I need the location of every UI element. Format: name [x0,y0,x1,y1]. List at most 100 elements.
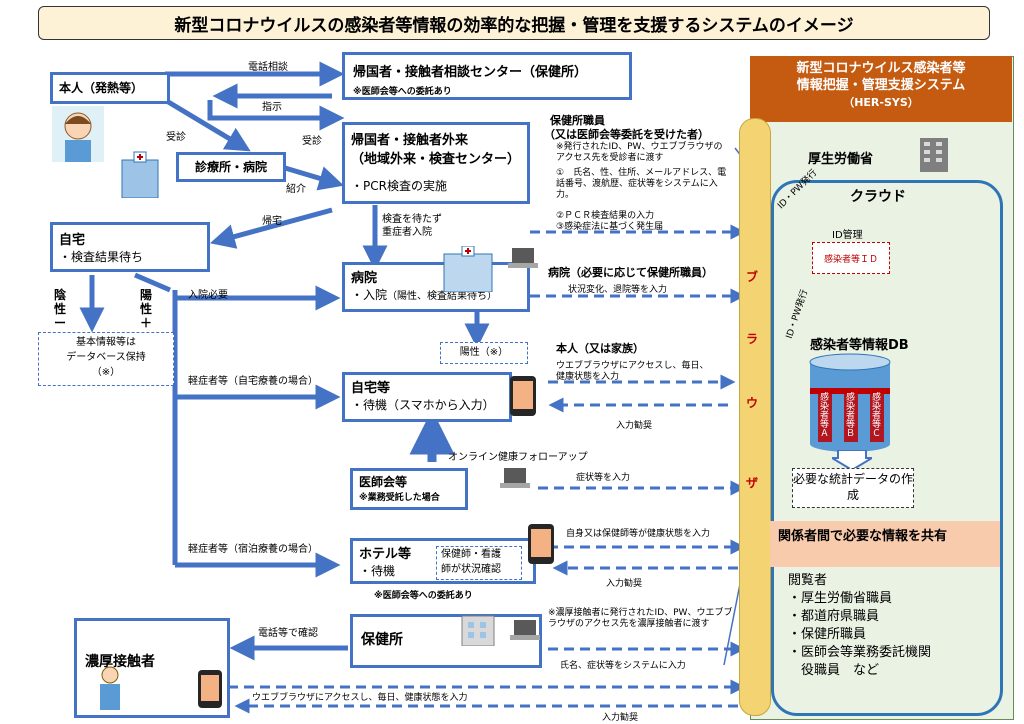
positive-note-box: 陽性（※） [440,342,528,364]
hotel-title: ホテル等 [359,547,412,562]
smartphone-icon-2 [528,524,554,564]
cloud-label: クラウド [850,189,906,205]
home-etc-box: 自宅等 ・待機（スマホから入力） [342,372,512,422]
hospital-item-note: （陽性、検査結果待ち） [387,291,498,302]
label-positive: 陽性＋ [140,288,153,330]
viewer-2: ・都道府県職員 [788,609,880,624]
db-note-box: 基本情報等は データベース保持 （※） [38,332,174,386]
contact-input-prompt: 入力勧奨 [602,713,639,723]
laptop-icon [508,248,538,270]
browser-char-3: ウ [746,396,759,410]
page-title: 新型コロナウイルスの感染者等情報の効率的な把握・管理を支援するシステムのイメージ [38,6,990,40]
share-title: 関係者間で必要な情報を共有 [778,529,948,544]
consult-center-note: ※医師会等への委託あり [353,87,452,97]
self-input-heading: 本人（又は家族） [556,342,644,355]
clinic-building-icon [118,150,162,199]
hospital-title: 病院 [351,271,378,286]
browser-char-1: ブ [746,270,759,284]
cylinder-label-a: 感染者等Ａ [818,392,828,437]
browser-char-4: ザ [746,476,759,490]
outpatient-title: 帰国者・接触者外来 [351,133,469,148]
hc-staff-heading-1: 保健所職員 [550,114,605,127]
home-etc-title: 自宅等 [351,381,391,396]
db-note-line3: （※） [91,367,121,378]
contact-input-text: ウエブブラウザにアクセスし、毎日、健康状態を入力 [252,693,468,703]
hc-staff-step-3: ③感染症法に基づく発生届 [556,222,664,232]
label-mild-home: 軽症者等（自宅療養の場合） [188,376,318,387]
outpatient-box: 帰国者・接触者外来 （地域外来・検査センター） ・PCR検査の実施 [342,122,530,204]
clinic-box: 診療所・病院 [176,152,286,182]
viewers-list: 閲覧者 ・厚生労働省職員 ・都道府県職員 ・保健所職員 ・医師会等業務委託機関 … [788,572,931,680]
hotel-input-text: 自身又は保健師等が健康状態を入力 [566,529,711,539]
hotel-note: ※医師会等への委託あり [374,591,473,601]
browser-ellipse [739,118,771,716]
cylinder-label-c: 感染者等Ｃ [870,392,880,437]
consult-center-title: 帰国者・接触者相談センター（保健所） [353,65,588,80]
laptop-icon-2 [500,468,530,490]
hersys-header: 新型コロナウイルス感染者等 情報把握・管理支援システム （HER-SYS） [750,56,1012,122]
patient-id-box: 感染者等ＩＤ [812,242,890,274]
db-note-line1: 基本情報等は [76,337,136,348]
hc-staff-note: ※発行されたID、PW、ウエブブラウザの アクセス先を受診者に渡す [556,142,732,163]
laptop-icon-3 [510,620,540,642]
patient-id-label: 感染者等ＩＤ [823,254,878,265]
clinic-label: 診療所・病院 [194,160,267,174]
arrow-return-home [209,207,333,249]
label-instruct: 指示 [262,102,282,113]
browser-char-2: ラ [746,332,759,346]
hersys-title-1: 新型コロナウイルス感染者等 [796,61,966,76]
id-mgmt-label: ID管理 [832,230,863,241]
cylinder-label-b: 感染者等Ｂ [844,392,854,437]
hospital-item: ・入院 [351,288,388,302]
patient-label: 本人（発熱等） [59,81,144,95]
health-center-box: 保健所 [350,614,542,668]
arrow-positive-stub [134,272,171,293]
outpatient-subtitle: （地域外来・検査センター） [351,152,521,167]
stats-label: 必要な統計データの作成 [793,472,914,502]
contact-hc-text: 氏名、症状等をシステムに入力 [560,661,686,671]
hospital-input-text: 状況変化、退院等を入力 [568,285,668,295]
self-input-text-1: ウエブブラウザにアクセスし、毎日、 [556,361,709,371]
medical-assoc-note: ※業務受託した場合 [359,493,440,503]
viewers-heading: 閲覧者 [788,573,828,588]
label-admission-needed: 入院必要 [188,290,228,301]
viewer-5: 役職員 など [788,663,880,678]
hotel-input-prompt: 入力勧奨 [606,579,643,589]
self-input-text-2: 健康状態を入力 [556,372,620,382]
label-return-home: 帰宅 [262,216,282,227]
db-title: 感染者等情報DB [810,338,909,353]
hospital-input-heading: 病院（必要に応じて保健所職員） [548,266,713,279]
hospital-building-icon [438,245,498,293]
label-visit-1: 受診 [166,132,186,143]
stats-box: 必要な統計データの作成 [792,468,914,508]
positive-note: 陽性（※） [459,347,509,358]
person-icon [96,666,124,712]
assoc-input-text: 症状等を入力 [576,473,631,483]
hc-staff-heading-2: （又は医師会等委託を受けた者） [544,128,709,141]
medical-assoc-title: 医師会等 [359,475,408,489]
hotel-inner-1: 保健師・看護 [441,549,501,560]
label-wait-admission: 検査を待たず 重症者入院 [382,214,442,238]
patient-figure-icon [52,106,104,162]
label-referral: 紹介 [286,184,306,195]
label-online-followup: オンライン健康フォローアップ [448,452,588,463]
viewer-3: ・保健所職員 [788,627,867,642]
down-arrow-icon [832,450,872,470]
label-visit-2: 受診 [302,136,322,147]
consult-center-box: 帰国者・接触者相談センター（保健所） ※医師会等への委託あり [342,52,632,100]
database-cylinder-icon [808,352,892,452]
arrow-referral [284,165,344,191]
outpatient-item: ・PCR検査の実施 [351,179,447,193]
hotel-inner-box: 保健師・看護 師が状況確認 [436,546,522,580]
arrow-visit-clinic [163,97,251,152]
label-mild-hotel: 軽症者等（宿泊療養の場合） [188,544,318,555]
hc-staff-step-1: ① 氏名、性、住所、メールアドレス、電話番号、渡航歴、症状等をシステムに入力。 [556,168,727,200]
share-header: 関係者間で必要な情報を共有 [770,521,1000,567]
home-item: ・検査結果待ち [59,250,144,264]
contact-hc-note: ※濃厚接触者に発行されたID、PW、ウエブブラウザのアクセス先を濃厚接触者に渡す [548,608,733,629]
db-note-line2: データベース保持 [66,352,146,363]
patient-box: 本人（発熱等） [50,72,170,104]
ministry-building-icon [918,136,950,172]
smartphone-icon [510,376,536,416]
